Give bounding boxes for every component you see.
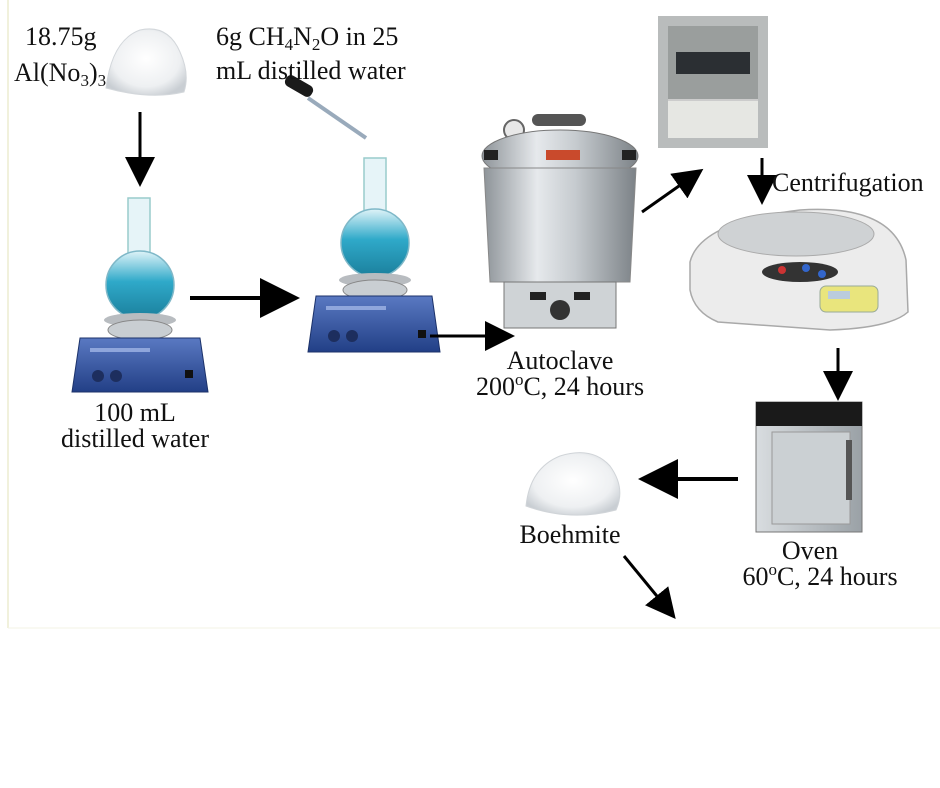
water-volume-label: 100 mL xyxy=(94,398,176,427)
water-type-label: distilled water xyxy=(60,424,209,453)
dropper-icon xyxy=(284,75,368,140)
boehmite-label: Boehmite xyxy=(519,520,621,549)
beaker-suspension-icon xyxy=(658,16,768,148)
autoclave-conditions-label: 200oC, 24 hours xyxy=(475,370,645,401)
boehmite-powder-icon xyxy=(525,452,621,516)
aluminium-nitrate-powder-icon xyxy=(105,28,187,96)
arrow-autoclave-to-beaker xyxy=(641,168,704,214)
urea-solvent-label: mL distilled water xyxy=(216,56,406,85)
al-nitrate-mass-label: 18.75g xyxy=(25,22,97,51)
oven-icon xyxy=(755,401,863,533)
autoclave-label: Autoclave xyxy=(506,346,614,375)
centrifuge-icon xyxy=(689,208,909,331)
arrow-boehmite-out xyxy=(622,555,676,619)
magnetic-stirrer-1-icon xyxy=(71,197,209,393)
oven-conditions-label: 60oC, 24 hours xyxy=(742,560,898,591)
oven-label: Oven xyxy=(781,536,839,565)
autoclave-icon xyxy=(481,114,639,329)
al-nitrate-formula-label: Al(No3)3 xyxy=(14,58,107,90)
urea-formula-label: 6g CH4N2O in 25 xyxy=(216,22,399,54)
magnetic-stirrer-2-icon xyxy=(307,157,441,353)
centrifugation-label: Centrifugation xyxy=(772,168,924,197)
